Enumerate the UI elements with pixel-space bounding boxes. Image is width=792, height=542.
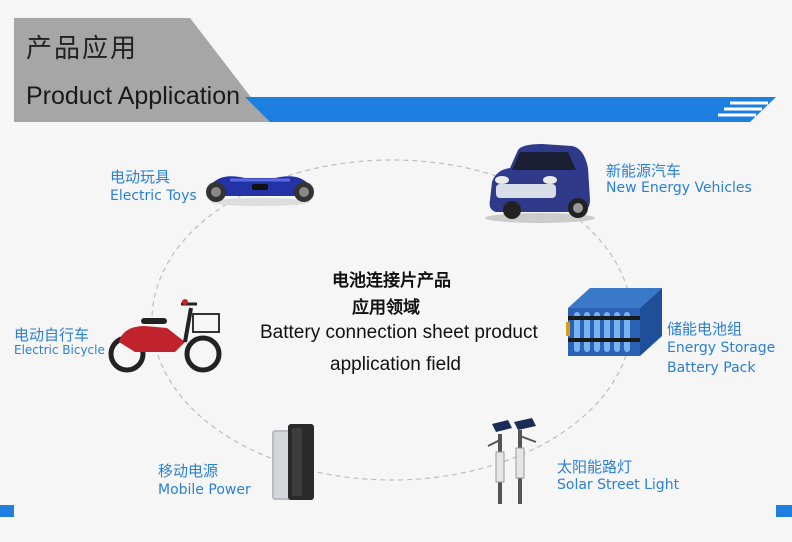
label-toys-en: Electric Toys <box>110 188 197 204</box>
label-bicycle-en: Electric Bicycle <box>14 343 105 357</box>
label-bicycle-cn: 电动自行车 <box>14 326 90 344</box>
label-power-cn: 移动电源 <box>158 462 219 480</box>
power-bank-icon <box>272 424 314 500</box>
label-nev-cn: 新能源汽车 <box>606 162 682 180</box>
center-title-en-line1: Battery connection sheet product <box>260 322 538 343</box>
label-storage-en2: Battery Pack <box>667 360 756 376</box>
footer-mark-right <box>776 505 792 517</box>
header-title-en: Product Application <box>26 82 241 110</box>
electric-car-icon <box>485 144 595 223</box>
center-title-cn-line1: 电池连接片产品 <box>332 271 451 291</box>
center-title-en-line2: application field <box>330 354 461 375</box>
label-storage-cn: 储能电池组 <box>667 320 743 338</box>
e-bike-icon <box>108 299 222 373</box>
solar-street-light-icon <box>487 418 537 504</box>
header-title-cn: 产品应用 <box>26 34 139 64</box>
battery-pack-icon <box>566 288 662 356</box>
header-banner <box>14 18 776 122</box>
hoverboard-icon <box>206 176 314 206</box>
footer-mark-left <box>0 505 14 517</box>
label-storage-en1: Energy Storage <box>667 340 776 356</box>
label-light-en: Solar Street Light <box>557 477 680 493</box>
center-title-cn-line2: 应用领域 <box>352 298 420 318</box>
label-light-cn: 太阳能路灯 <box>557 458 633 476</box>
label-toys-cn: 电动玩具 <box>110 168 171 186</box>
label-power-en: Mobile Power <box>158 482 251 498</box>
label-nev-en: New Energy Vehicles <box>606 180 752 196</box>
